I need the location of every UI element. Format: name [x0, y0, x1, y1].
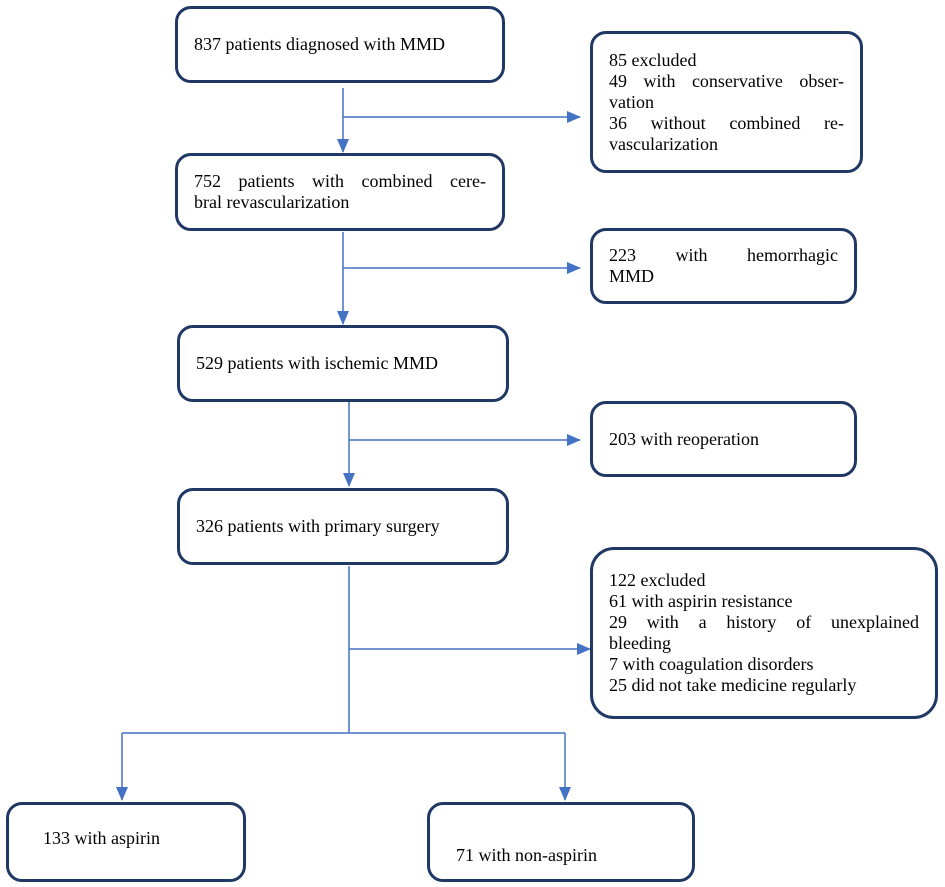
step-ischemic-box: 529 patients with ischemic MMD: [177, 325, 509, 402]
step-revascularization-text-2: bral revascularization: [194, 192, 350, 212]
group-aspirin-text: 133 with aspirin: [43, 827, 160, 848]
exclusion-box-2: 223 with hemorrhagic MMD: [590, 228, 857, 304]
exclusion-1-line-5: vascularization: [609, 133, 718, 154]
exclusion-3-line-1: 203 with reoperation: [609, 428, 759, 449]
step-diagnosed-text: 837 patients diagnosed with MMD: [194, 34, 445, 54]
exclusion-4-line-5: 7 with coagulation disorders: [609, 654, 814, 674]
exclusion-1-line-1: 85 excluded: [609, 49, 697, 70]
group-aspirin-box: 133 with aspirin: [6, 802, 246, 882]
step-revascularization-box: 752 patients with combined cere- bral re…: [175, 153, 505, 231]
step-diagnosed-box: 837 patients diagnosed with MMD: [175, 6, 505, 83]
exclusion-box-3: 203 with reoperation: [590, 401, 857, 477]
exclusion-2-line-2: MMD: [609, 266, 655, 286]
exclusion-1-line-2: 49 with conservative obser-: [609, 70, 844, 91]
exclusion-4-line-4: bleeding: [609, 633, 671, 653]
exclusion-box-1: 85 excluded 49 with conservative obser- …: [590, 31, 863, 173]
exclusion-4-line-1: 122 excluded: [609, 570, 706, 590]
exclusion-1-line-3: vation: [609, 91, 654, 112]
exclusion-4-line-3: 29 with a history of unexplained: [609, 612, 919, 632]
step-primary-surgery-text: 326 patients with primary surgery: [196, 516, 440, 536]
step-primary-surgery-box: 326 patients with primary surgery: [177, 488, 509, 565]
step-revascularization-text-1: 752 patients with combined cere-: [194, 171, 486, 191]
exclusion-2-line-1: 223 with hemorrhagic: [609, 245, 838, 265]
group-non-aspirin-text: 71 with non-aspirin: [456, 844, 597, 865]
group-non-aspirin-box: 71 with non-aspirin: [427, 802, 695, 882]
exclusion-4-line-2: 61 with aspirin resistance: [609, 591, 793, 611]
exclusion-4-line-6: 25 did not take medicine regularly: [609, 675, 857, 695]
exclusion-1-line-4: 36 without combined re-: [609, 112, 844, 133]
step-ischemic-text: 529 patients with ischemic MMD: [196, 353, 438, 373]
exclusion-box-4: 122 excluded 61 with aspirin resistance …: [590, 547, 938, 719]
